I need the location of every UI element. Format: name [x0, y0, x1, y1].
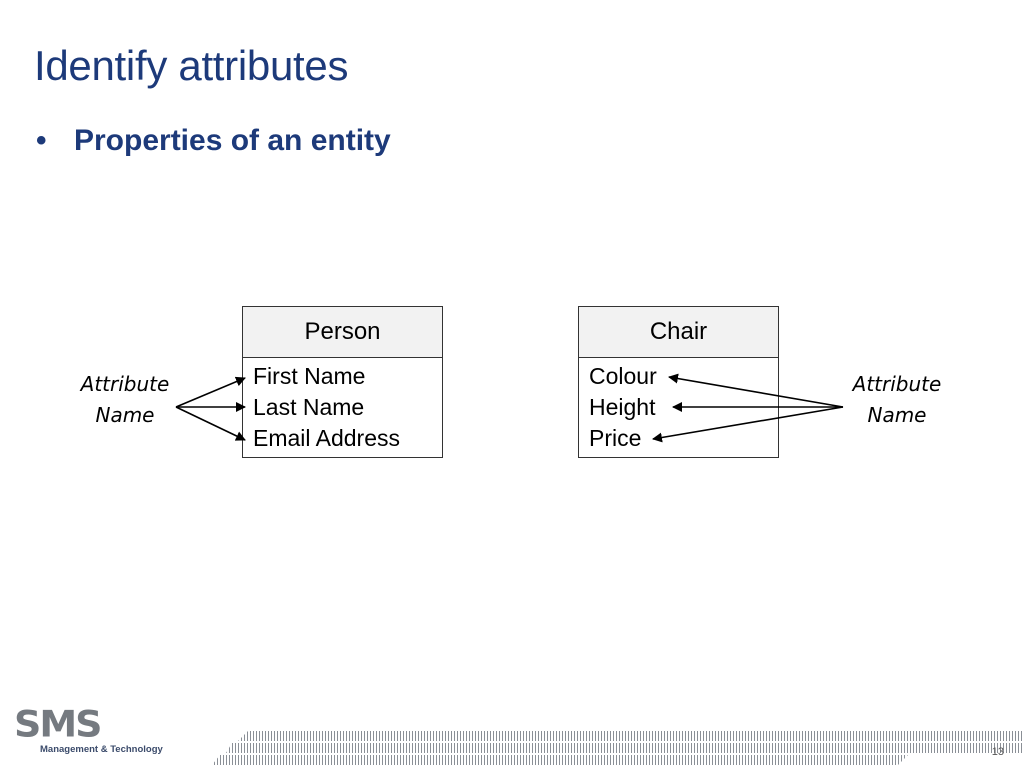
entity-attributes-chair: Colour Height Price	[579, 358, 778, 454]
attribute-email-address: Email Address	[253, 425, 401, 451]
arrow-to-first-name	[175, 376, 246, 408]
attribute-first-name: First Name	[253, 363, 366, 389]
attribute-last-name: Last Name	[253, 394, 365, 420]
attribute-name-label-left: Attribute Name	[70, 369, 180, 431]
attribute-name-label-right: Attribute Name	[842, 369, 952, 431]
arrow-to-colour	[668, 373, 844, 408]
label-left-line2: Name	[95, 403, 155, 427]
attribute-height: Height	[589, 394, 656, 420]
attribute-price: Price	[589, 425, 642, 451]
company-logo: SMS Management & Technology	[14, 706, 163, 755]
arrow-to-email-address	[175, 406, 246, 441]
entity-attributes-person: First Name Last Name Email Address	[243, 358, 442, 454]
label-right-line2: Name	[867, 403, 927, 427]
attribute-colour: Colour	[589, 363, 657, 389]
bullet-dot: •	[36, 124, 47, 157]
label-left-line1: Attribute	[80, 372, 170, 396]
entity-header-person: Person	[243, 307, 442, 358]
entity-header-chair: Chair	[579, 307, 778, 358]
logo-mark: SMS	[14, 703, 103, 745]
footer-stripe-pattern	[212, 731, 1024, 765]
slide-title: Identify attributes	[34, 42, 349, 89]
bullet-text: Properties of an entity	[74, 124, 391, 157]
label-right-line1: Attribute	[852, 372, 942, 396]
arrow-to-price	[652, 406, 844, 443]
entity-box-chair: Chair Colour Height Price	[578, 306, 779, 458]
page-number: 13	[991, 746, 1004, 758]
entity-box-person: Person First Name Last Name Email Addres…	[242, 306, 443, 458]
logo-subtitle: Management & Technology	[40, 744, 163, 755]
